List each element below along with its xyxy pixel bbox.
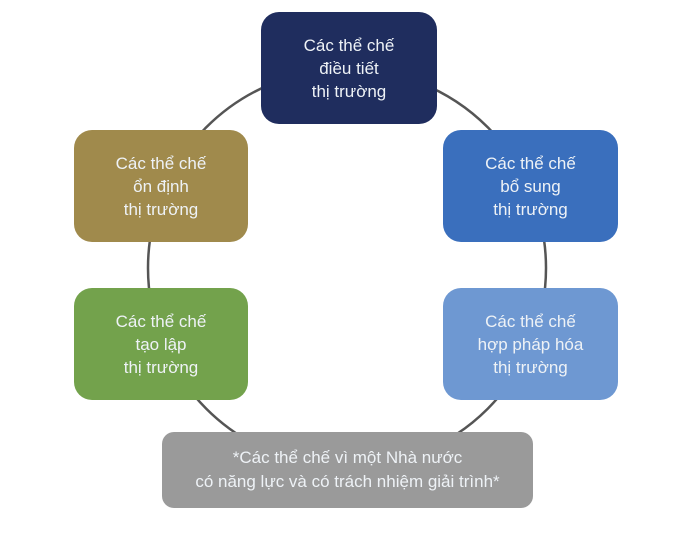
- node-market-legitimizing-institutions: Các thể chế hợp pháp hóa thị trường: [443, 288, 618, 400]
- node-market-creating-institutions: Các thể chế tạo lập thị trường: [74, 288, 248, 400]
- node-line: thị trường: [311, 81, 387, 101]
- node-line: bổ sung: [500, 176, 561, 196]
- node-line: thị trường: [493, 357, 568, 377]
- node-line: Các thể chế: [115, 311, 207, 331]
- node-line: điều tiết: [319, 58, 379, 78]
- node-line: Các thể chế: [115, 153, 207, 173]
- node-line: thị trường: [123, 199, 199, 219]
- footer-node-capable-accountable-state: *Các thể chế vì một Nhà nước có năng lực…: [162, 432, 533, 508]
- footer-line: có năng lực và có trách nhiệm giải trình…: [195, 472, 500, 491]
- node-market-supplementing-institutions: Các thể chế bổ sung thị trường: [443, 130, 618, 242]
- node-line: hợp pháp hóa: [477, 334, 584, 354]
- node-line: Các thể chế: [303, 35, 395, 55]
- node-line: ổn định: [133, 176, 189, 196]
- node-market-stabilizing-institutions: Các thể chế ổn định thị trường: [74, 130, 248, 242]
- node-line: thị trường: [493, 199, 568, 219]
- ring-line: [146, 67, 548, 469]
- node-line: tạo lập: [135, 334, 187, 354]
- node-line: thị trường: [123, 357, 199, 377]
- node-market-regulating-institutions: Các thể chế điều tiết thị trường: [261, 12, 437, 124]
- footer-line: *Các thể chế vì một Nhà nước: [232, 448, 463, 467]
- node-line: Các thể chế: [485, 311, 576, 331]
- node-line: Các thể chế: [485, 153, 576, 173]
